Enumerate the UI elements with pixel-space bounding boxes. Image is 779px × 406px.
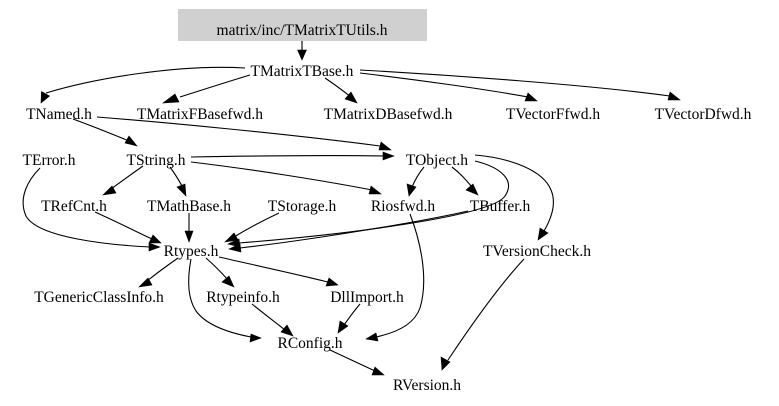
edge-trefcnt-rtypes [94,211,162,244]
node-label-dllimport[interactable]: DllImport.h [330,289,404,306]
edge-tmatrixtbase-tvectorffwd [359,72,538,102]
edge-dllimport-rconfig [337,303,361,334]
edge-tmatrixtbase-tmatrixdbasefwd [324,77,358,104]
edge-rtypes-rtypeinfo [205,257,235,288]
edge-tmatrixtbase-tnamed [40,66,246,104]
edge-tobject-tversioncheck [474,154,554,241]
edge-tstring-riosfwd [190,161,382,195]
node-label-rtypes[interactable]: Rtypes.h [164,243,219,260]
edge-tobject-rtypes [227,160,510,248]
edge-rconfig-rversion [329,349,385,376]
edge-tstring-tobject [190,151,395,161]
node-label-tversioncheck[interactable]: TVersionCheck.h [483,243,591,260]
edge-tversioncheck-rversion [440,258,525,371]
edge-tstring-trefcnt [102,165,144,196]
node-label-tmatrixtutils[interactable]: matrix/inc/TMatrixTUtils.h [217,22,388,39]
edge-tobject-tbuffer [451,166,479,196]
node-label-tstring[interactable]: TString.h [127,152,186,169]
edge-tobject-riosfwd [406,166,425,197]
node-label-rversion[interactable]: RVersion.h [393,377,461,394]
node-label-tmatrixtbase[interactable]: TMatrixTBase.h [251,63,354,80]
node-label-tmatrixfbasefwd[interactable]: TMatrixFBasefwd.h [137,106,263,123]
node-label-tmatrixdbasefwd[interactable]: TMatrixDBasefwd.h [324,106,453,123]
node-label-trefcnt[interactable]: TRefCnt.h [41,198,107,215]
node-label-tbuffer[interactable]: TBuffer.h [470,198,531,215]
edge-tmathbase-rtypes [184,212,194,243]
node-label-layer: matrix/inc/TMatrixTUtils.h TMatrixTBase.… [23,22,752,394]
edge-rtypeinfo-rconfig [251,303,294,337]
edge-tmatrixtbase-tvectordfwd [359,69,681,101]
edge-rtypes-rconfig [188,258,262,343]
root-node-box [178,9,427,41]
node-label-terror[interactable]: TError.h [23,152,76,169]
node-label-tvectordfwd[interactable]: TVectorDfwd.h [655,106,752,123]
node-label-tmathbase[interactable]: TMathBase.h [147,198,231,215]
node-label-riosfwd[interactable]: Riosfwd.h [371,198,435,215]
edge-tnamed-tstring [72,118,138,147]
edge-tmatrixtbase-tmatrixfbasefwd [162,74,251,104]
node-label-tstorage[interactable]: TStorage.h [268,198,337,215]
edge-tstorage-rtypes [224,212,280,243]
edge-tstring-tmathbase [169,166,187,197]
edge-tmatrixtutils-tmatrixtbase [297,41,307,61]
edge-layer [22,41,681,376]
edge-rtypes-dllimport [218,256,339,287]
node-label-rtypeinfo[interactable]: Rtypeinfo.h [206,289,280,306]
node-label-tobject[interactable]: TObject.h [406,152,468,169]
edge-riosfwd-rconfig [365,213,425,342]
edge-rtypes-tgenericclassinfo [138,257,179,288]
node-label-tvectorffwd[interactable]: TVectorFfwd.h [506,106,601,123]
node-label-rconfig[interactable]: RConfig.h [277,335,342,352]
edge-terror-rtypes [22,167,161,252]
node-label-tnamed[interactable]: TNamed.h [26,106,92,123]
edge-tbuffer-rtypes [228,210,469,253]
edge-tnamed-tobject [96,116,392,151]
node-label-tgenericclassinfo[interactable]: TGenericClassInfo.h [34,289,164,306]
